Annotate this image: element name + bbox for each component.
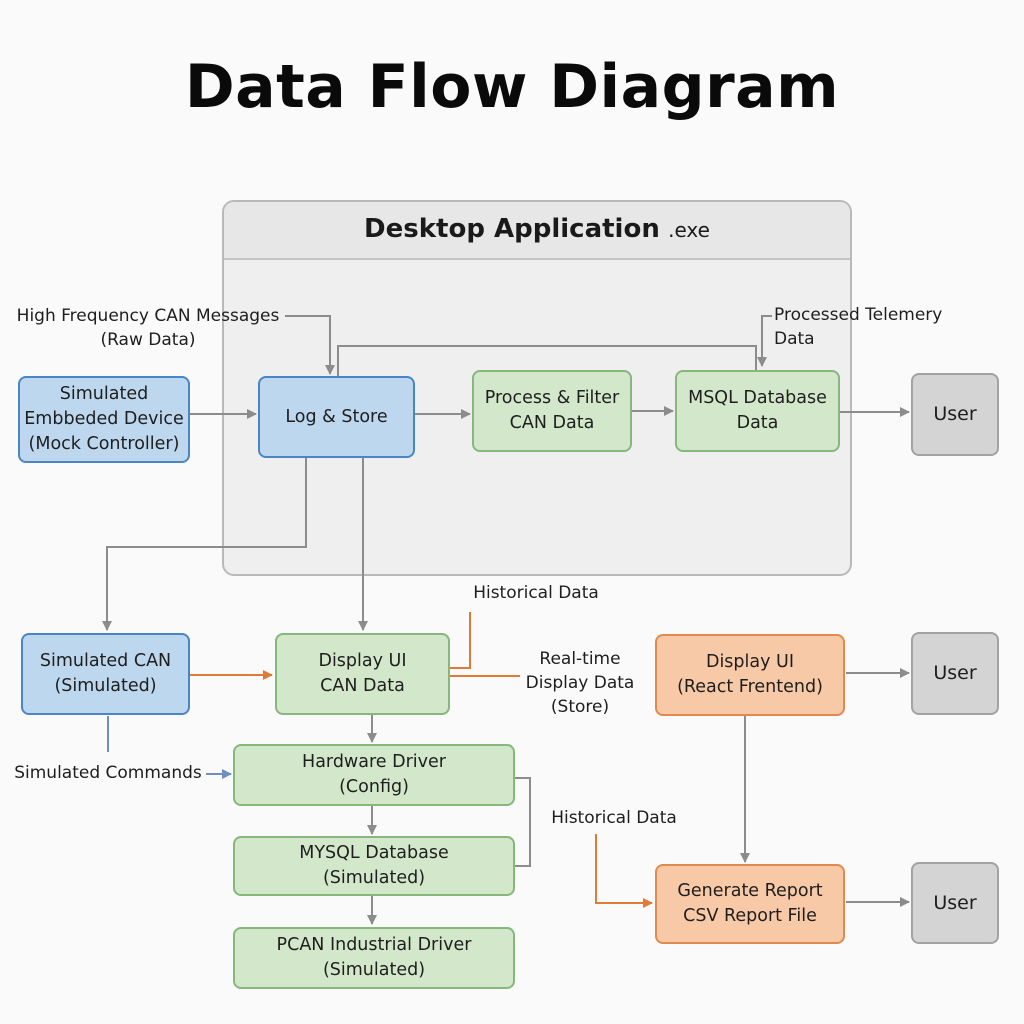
label-historical-data-bottom: Historical Data [551, 808, 677, 828]
container-title-suffix: .exe [668, 218, 710, 242]
label-high-frequency: High Frequency CAN Messages (Raw Data) [16, 306, 280, 350]
edge-hwdriver-mysql-bracket [515, 777, 531, 867]
node-hardware-driver[interactable]: Hardware Driver (Config) [233, 744, 515, 806]
node-mysql-database[interactable]: MYSQL Database (Simulated) [233, 836, 515, 896]
node-pcan-driver[interactable]: PCAN Industrial Driver (Simulated) [233, 927, 515, 989]
node-user-bottom[interactable]: User [911, 862, 999, 944]
container-title: Desktop Application .exe [224, 214, 850, 244]
node-simulated-can[interactable]: Simulated CAN (Simulated) [21, 633, 190, 715]
label-simulated-commands: Simulated Commands [14, 763, 202, 783]
edge-msql-loop-to-logstore [337, 345, 757, 376]
node-user-middle[interactable]: User [911, 632, 999, 715]
node-msql-database[interactable]: MSQL Database Data [675, 370, 840, 452]
node-display-ui-can[interactable]: Display UI CAN Data [275, 633, 450, 715]
node-process-filter[interactable]: Process & Filter CAN Data [472, 370, 632, 452]
edge-highfreq-to-logstore [285, 315, 335, 375]
edge-logstore-to-simcan [102, 458, 307, 631]
diagram-title: Data Flow Diagram [184, 52, 840, 122]
node-user-top[interactable]: User [911, 373, 999, 456]
container-header [224, 202, 850, 260]
edge-processed-telemetry [757, 315, 772, 367]
label-processed-telemetry: Processed Telemery Data [774, 305, 943, 349]
node-generate-report[interactable]: Generate Report CSV Report File [655, 864, 845, 944]
label-historical-data-top: Historical Data [473, 583, 599, 603]
container-title-main: Desktop Application [364, 214, 660, 244]
edge-historical-top [450, 612, 471, 669]
node-display-ui-react[interactable]: Display UI (React Frentend) [655, 634, 845, 716]
edge-historical-to-report [595, 834, 653, 908]
label-realtime-display: Real-time Display Data (Store) [525, 649, 635, 717]
node-simulated-embedded-device[interactable]: Simulated Embbeded Device (Mock Controll… [18, 376, 190, 463]
node-log-store[interactable]: Log & Store [258, 376, 415, 458]
